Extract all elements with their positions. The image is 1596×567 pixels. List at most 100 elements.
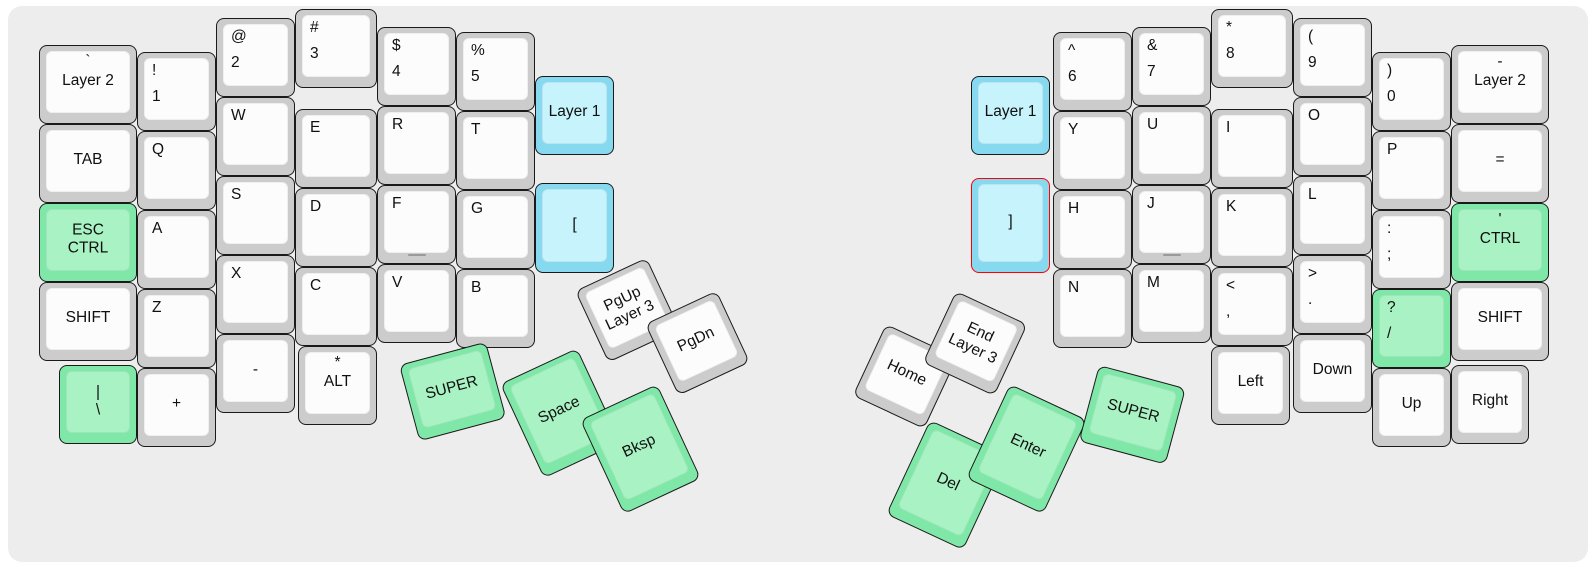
key-r-c4-r3[interactable]: K [1211,188,1293,267]
key-l-c1-r1[interactable]: `Layer 2 [39,45,137,124]
keycap-surface [1458,371,1522,433]
keycap-surface [1139,33,1204,95]
keycap-surface [1218,194,1286,256]
key-r-c1-r1[interactable]: Layer 1 [971,76,1050,155]
key-r-c4-r4[interactable]: <, [1211,267,1293,346]
key-l-c4-r2[interactable]: E [295,109,377,188]
keycap-surface [463,275,528,337]
key-r-c3-r1[interactable]: &7 [1132,27,1211,106]
key-r-c4-r5[interactable]: Left [1211,346,1290,425]
key-l-c1-r2[interactable]: TAB [39,124,137,203]
key-l-c6-r1[interactable]: %5 [456,32,535,111]
key-r-c7-r2[interactable]: = [1451,124,1549,203]
keycap-surface [1379,137,1444,199]
key-r-c7-r5[interactable]: Right [1451,365,1529,444]
keycap-surface [1060,38,1125,100]
key-r-c5-r2[interactable]: O [1293,97,1372,176]
key-l-c3-r2[interactable]: W [216,97,295,176]
key-r-c4-r1[interactable]: *8 [1211,9,1293,88]
key-l-c2-r3[interactable]: A [137,210,216,289]
keycap-surface [1300,340,1365,402]
key-l-c3-r1[interactable]: @2 [216,18,295,97]
keycap-surface [978,82,1043,144]
key-r-c7-r1[interactable]: -Layer 2 [1451,45,1549,124]
key-r-c7-r3[interactable]: 'CTRL [1451,203,1549,282]
key-r-c2-r1[interactable]: ^6 [1053,32,1132,111]
keycap-surface [144,137,209,199]
key-l-c4-r1[interactable]: #3 [295,9,377,88]
key-r-t-super[interactable]: SUPER [1078,365,1186,465]
keycap-surface [144,58,209,120]
key-r-c6-r2[interactable]: P [1372,131,1451,210]
key-l-c4-r4[interactable]: C [295,267,377,346]
key-r-c5-r1[interactable]: (9 [1293,18,1372,97]
key-r-c2-r3[interactable]: H [1053,190,1132,269]
key-l-c5-r1[interactable]: $4 [377,27,456,106]
key-r-c4-r2[interactable]: I [1211,109,1293,188]
key-r-c5-r3[interactable]: L [1293,176,1372,255]
keycap-surface [1060,117,1125,179]
key-r-c5-r4[interactable]: >. [1293,255,1372,334]
key-l-c4-r5[interactable]: *ALT [298,346,377,425]
keycap-surface [463,38,528,100]
keycap-surface [223,340,288,402]
key-r-c6-r5[interactable]: Up [1372,368,1451,447]
key-r-c2-r4[interactable]: N [1053,269,1132,348]
keycap-surface [1300,103,1365,165]
key-l-c6-r3[interactable]: G [456,190,535,269]
key-l-c5-r4[interactable]: V [377,264,456,343]
key-r-c3-r4[interactable]: M [1132,264,1211,343]
key-l-c3-r4[interactable]: X [216,255,295,334]
keycap-surface [1139,270,1204,332]
keycap-surface [66,371,130,433]
key-r-c6-r4[interactable]: ?/ [1372,289,1451,368]
key-r-c5-r5[interactable]: Down [1293,334,1372,413]
key-r-c3-r3[interactable]: J [1132,185,1211,264]
key-l-c2-r2[interactable]: Q [137,131,216,210]
keycap-surface [223,24,288,86]
keycap-surface [1458,209,1542,271]
key-l-c5-r2[interactable]: R [377,106,456,185]
keycap-surface [384,191,449,253]
keycap-surface [46,288,130,350]
keycap-surface [144,216,209,278]
keycap-surface [1300,261,1365,323]
key-r-c1-r2[interactable]: ] [971,178,1050,273]
keycap-surface [1458,130,1542,192]
key-l-c4-r3[interactable]: D [295,188,377,267]
keycap-surface [588,392,690,502]
key-r-c7-r4[interactable]: SHIFT [1451,282,1549,361]
key-l-c5-r3[interactable]: F [377,185,456,264]
homing-bar-indicator [1162,253,1181,256]
key-l-c3-r3[interactable]: S [216,176,295,255]
key-l-c1-r5[interactable]: |\ [59,365,137,444]
keycap-surface [977,392,1079,502]
keycap-surface [1139,112,1204,174]
key-l-t-super[interactable]: SUPER [399,341,507,442]
keycap-surface [384,33,449,95]
key-l-c7-r2[interactable]: [ [535,183,614,273]
keycap-surface [46,209,130,271]
keycap-surface [1218,15,1286,77]
key-r-c6-r3[interactable]: :; [1372,210,1451,289]
key-l-c1-r4[interactable]: SHIFT [39,282,137,361]
key-r-c6-r1[interactable]: )0 [1372,52,1451,131]
key-r-c3-r2[interactable]: U [1132,106,1211,185]
keycap-surface [542,82,607,144]
key-l-c6-r2[interactable]: T [456,111,535,190]
keycap-surface [1088,372,1178,453]
keycap-surface [407,349,497,429]
key-l-c2-r4[interactable]: Z [137,289,216,368]
keycap-surface [933,299,1019,384]
key-l-c2-r1[interactable]: !1 [137,52,216,131]
key-l-c2-r5[interactable]: + [137,368,216,447]
keycap-surface [1300,182,1365,244]
keycap-surface [1379,58,1444,120]
key-l-c3-r5[interactable]: - [216,334,295,413]
key-l-c6-r4[interactable]: B [456,269,535,348]
key-l-c7-r1[interactable]: Layer 1 [535,76,614,155]
keycap-surface [302,115,370,177]
key-r-c2-r2[interactable]: Y [1053,111,1132,190]
